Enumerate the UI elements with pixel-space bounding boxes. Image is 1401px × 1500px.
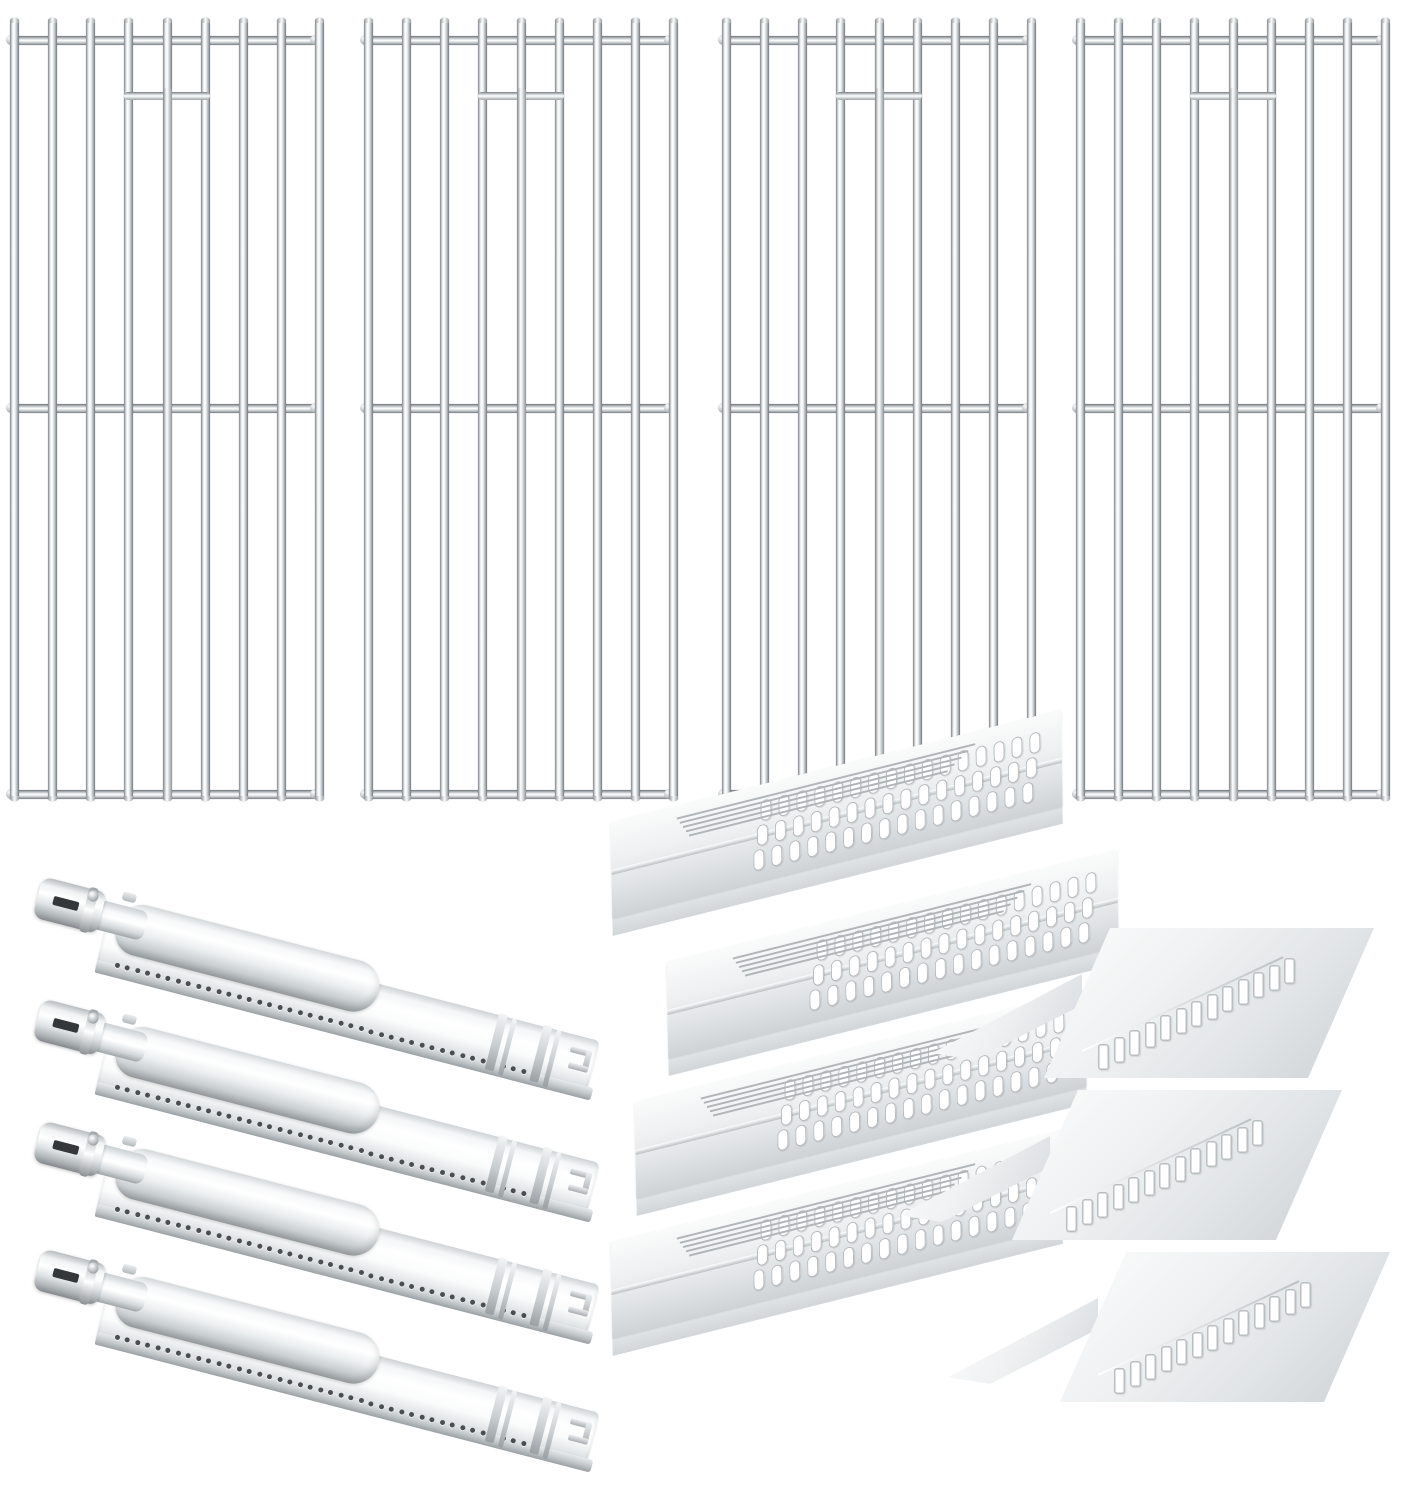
heat-shield-slots — [1012, 1090, 1342, 1240]
cooking-grate-panel — [718, 8, 1036, 803]
grate-rod — [1342, 18, 1352, 801]
cooking-grate-panel — [1072, 8, 1390, 803]
burner-tab — [121, 1135, 138, 1148]
heat-shield-slots — [1060, 1252, 1390, 1402]
grate-rod — [276, 18, 286, 801]
grate-rod — [1152, 18, 1162, 801]
grate-rod — [912, 18, 922, 801]
grate-handle-rod — [874, 88, 884, 801]
grate-rod — [1266, 18, 1276, 801]
venturi-air-slot — [52, 1017, 80, 1034]
burner-mounting-end — [484, 1253, 609, 1341]
grate-rod — [48, 18, 58, 801]
burner-venturi — [32, 876, 107, 934]
venturi-air-slot — [52, 1267, 80, 1284]
heat-shield — [948, 1252, 1390, 1412]
grate-rod — [1027, 18, 1036, 801]
grate-rod — [1114, 18, 1124, 801]
grate-rod — [669, 18, 678, 801]
burner-hook — [564, 1418, 600, 1453]
grate-handle-rod — [162, 88, 172, 801]
grate-rod — [630, 18, 640, 801]
grate-rod — [238, 18, 248, 801]
grate-rod — [364, 18, 373, 801]
grate-rod — [402, 18, 412, 801]
grate-rod — [554, 18, 564, 801]
heat-shield — [900, 1090, 1342, 1250]
burner-mounting-end — [484, 1009, 609, 1097]
grate-rod — [950, 18, 960, 801]
burner-venturi — [32, 1120, 107, 1178]
burner-tab — [121, 891, 138, 904]
heat-shield-slots — [1044, 928, 1374, 1078]
venturi-air-slot — [52, 895, 80, 912]
grate-rod — [722, 18, 731, 801]
grate-rod — [988, 18, 998, 801]
grate-rod — [124, 18, 134, 801]
grate-rod — [836, 18, 846, 801]
grate-rod — [592, 18, 602, 801]
heat-shield — [932, 928, 1374, 1088]
burner-venturi — [32, 1248, 107, 1306]
cooking-grate-panel — [6, 8, 324, 803]
burner-hook — [564, 1168, 600, 1203]
burner-hook — [564, 1290, 600, 1325]
grate-rod — [440, 18, 450, 801]
cooking-grate-panel — [360, 8, 678, 803]
grate-rod — [1076, 18, 1085, 801]
grate-rod — [798, 18, 808, 801]
burner-mounting-end — [484, 1381, 609, 1469]
grate-rod — [200, 18, 210, 801]
grate-rod — [315, 18, 324, 801]
grate-rod — [1304, 18, 1314, 801]
burner-hook — [564, 1046, 600, 1081]
venturi-air-slot — [52, 1139, 80, 1156]
burner-venturi — [32, 998, 107, 1056]
grate-rod — [1381, 18, 1390, 801]
grate-rod — [760, 18, 770, 801]
grate-rod — [1190, 18, 1200, 801]
grate-handle-rod — [516, 88, 526, 801]
grate-rod — [10, 18, 19, 801]
burner-mounting-end — [484, 1131, 609, 1219]
burner-tab — [121, 1263, 138, 1276]
burner-tab — [121, 1013, 138, 1026]
grate-handle-rod — [1228, 88, 1238, 801]
grate-rod — [86, 18, 96, 801]
grate-rod — [478, 18, 488, 801]
